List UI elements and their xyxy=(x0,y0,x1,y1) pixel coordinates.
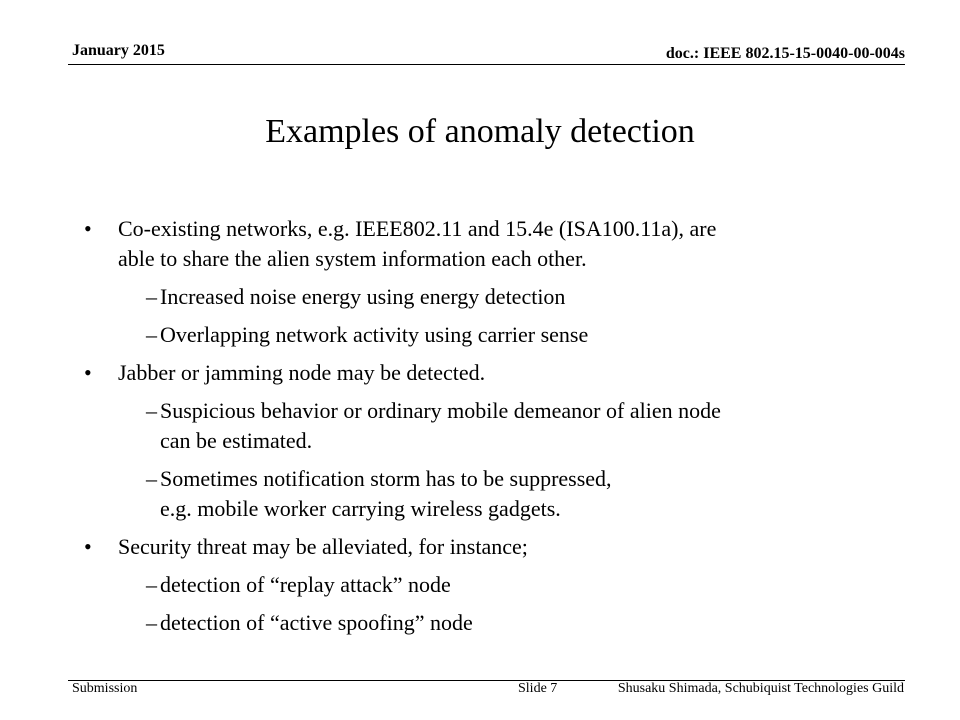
sub-bullet-text-line: can be estimated. xyxy=(160,428,313,453)
sub-bullet-item: – detection of “active spoofing” node xyxy=(80,608,880,638)
header-doc-id: doc.: IEEE 802.15-15-0040-00-004s xyxy=(665,45,905,62)
bullet-marker: • xyxy=(84,216,92,241)
dash-marker: – xyxy=(146,322,157,347)
footer-rule xyxy=(68,680,905,681)
sub-bullet-text-line: detection of “replay attack” node xyxy=(160,572,451,597)
bullet-marker: • xyxy=(84,360,92,385)
footer-slide-number: Slide 7 xyxy=(518,681,558,696)
bullet-item: • Co-existing networks, e.g. IEEE802.11 … xyxy=(80,214,880,274)
slide-title: Examples of anomaly detection xyxy=(265,113,695,150)
bullet-item: • Security threat may be alleviated, for… xyxy=(80,532,880,562)
slide-body: • Co-existing networks, e.g. IEEE802.11 … xyxy=(80,214,880,646)
sub-bullet-item: – Increased noise energy using energy de… xyxy=(80,282,880,312)
sub-bullet-item: – Overlapping network activity using car… xyxy=(80,320,880,350)
sub-bullet-text-line: detection of “active spoofing” node xyxy=(160,610,473,635)
sub-bullet-text-line: Increased noise energy using energy dete… xyxy=(160,284,566,309)
footer-author: Shusaku Shimada, Schubiquist Technologie… xyxy=(617,681,904,696)
bullet-text-line: Co-existing networks, e.g. IEEE802.11 an… xyxy=(118,216,717,241)
sub-bullet-item: – Suspicious behavior or ordinary mobile… xyxy=(80,396,880,456)
dash-marker: – xyxy=(146,284,157,309)
sub-bullet-text-line: Overlapping network activity using carri… xyxy=(160,322,589,347)
dash-marker: – xyxy=(146,398,157,423)
sub-bullet-text-line: Sometimes notification storm has to be s… xyxy=(160,466,612,491)
bullet-text-line: Jabber or jamming node may be detected. xyxy=(118,360,486,385)
bullet-marker: • xyxy=(84,534,92,559)
sub-bullet-item: – Sometimes notification storm has to be… xyxy=(80,464,880,524)
dash-marker: – xyxy=(146,572,157,597)
sub-bullet-text-line: e.g. mobile worker carrying wireless gad… xyxy=(160,496,561,521)
sub-bullet-item: – detection of “replay attack” node xyxy=(80,570,880,600)
dash-marker: – xyxy=(146,466,157,491)
sub-bullet-text-line: Suspicious behavior or ordinary mobile d… xyxy=(160,398,721,423)
footer-submission: Submission xyxy=(72,681,138,696)
bullet-item: • Jabber or jamming node may be detected… xyxy=(80,358,880,388)
header-date: January 2015 xyxy=(72,42,165,59)
bullet-text-line: Security threat may be alleviated, for i… xyxy=(118,534,528,559)
bullet-text-line: able to share the alien system informati… xyxy=(118,246,587,271)
dash-marker: – xyxy=(146,610,157,635)
header-rule xyxy=(68,64,905,65)
